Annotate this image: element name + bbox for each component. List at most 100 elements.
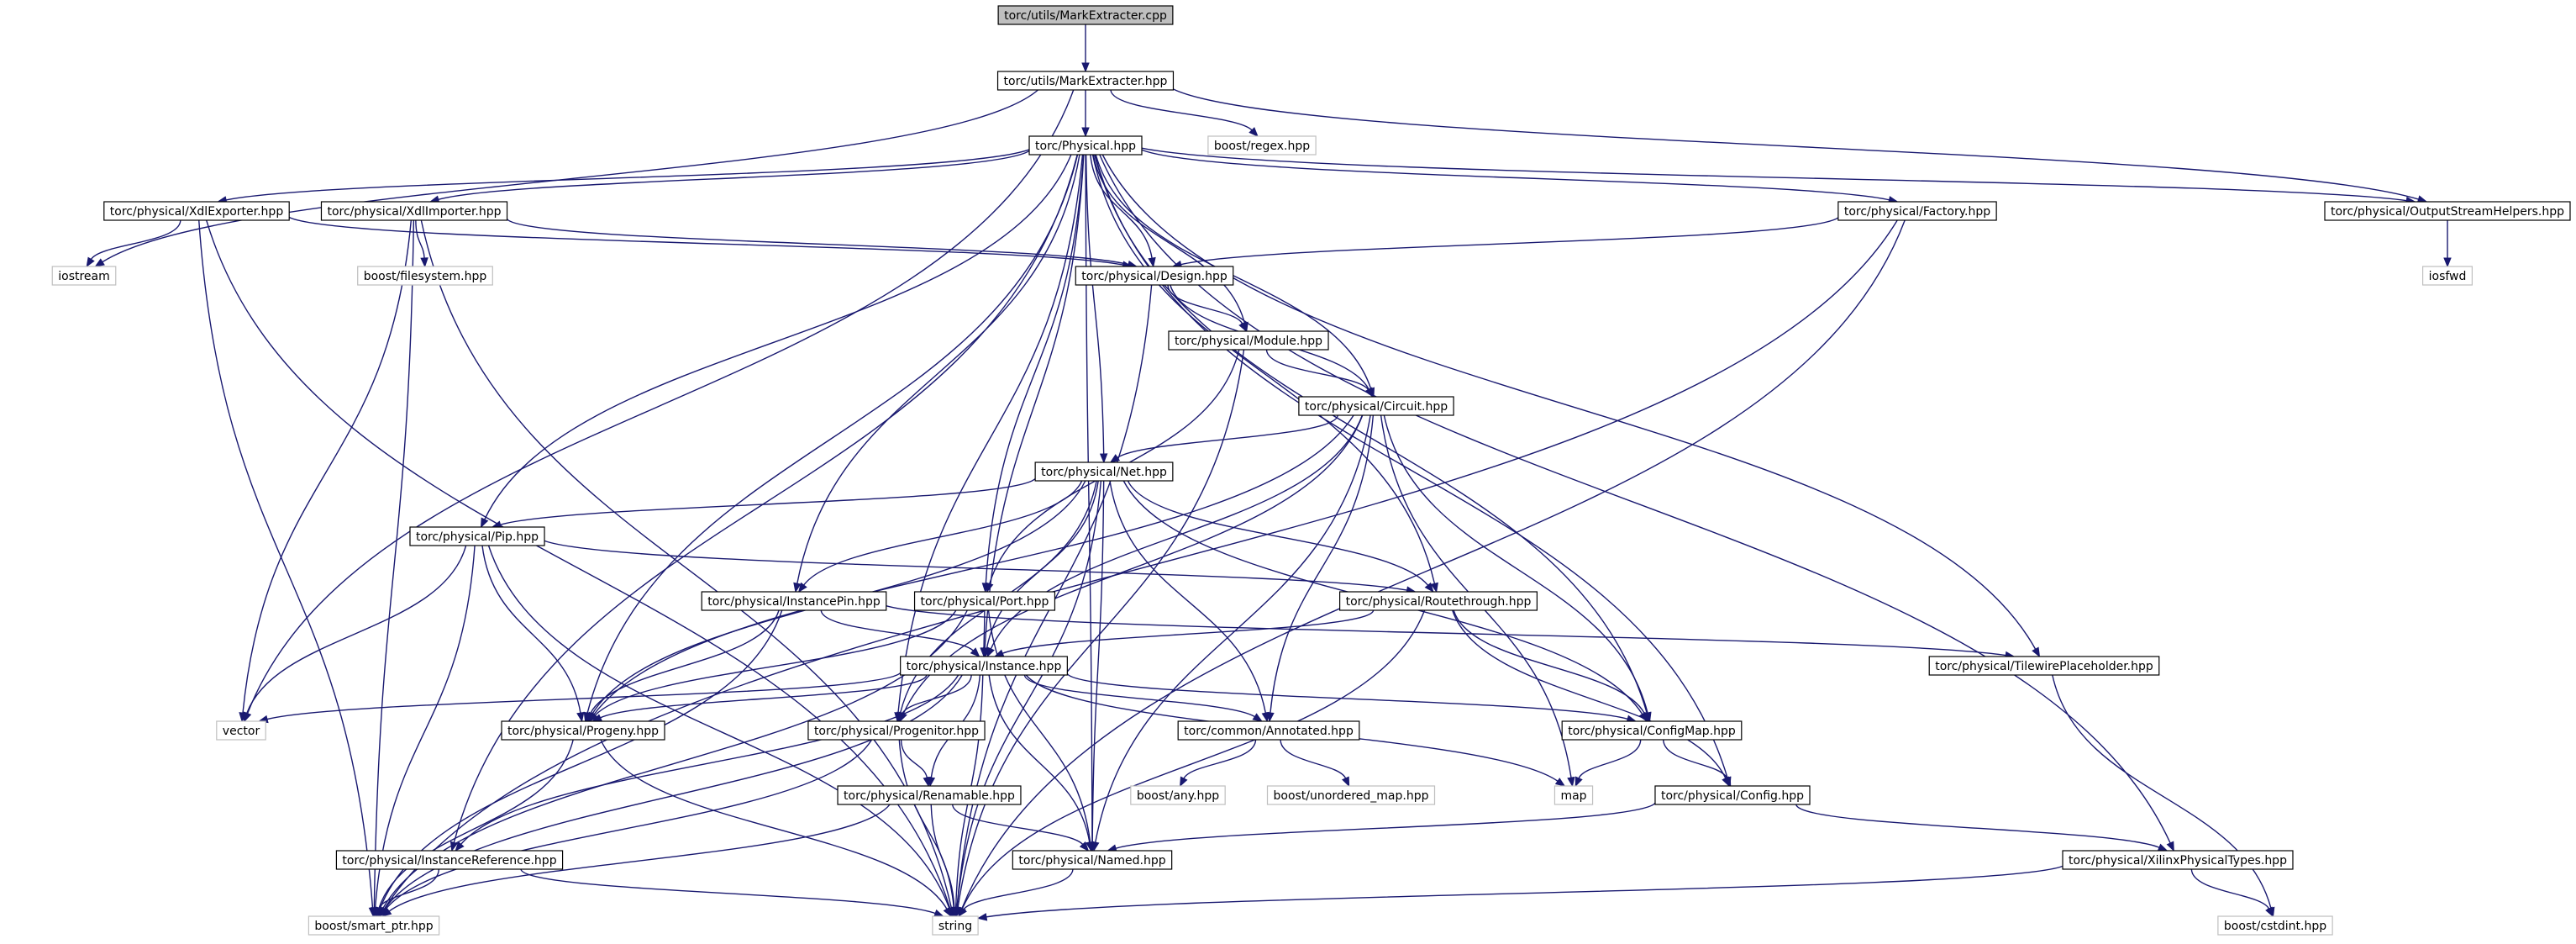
edge-line: [266, 672, 902, 720]
edge-line: [460, 674, 959, 845]
node-xilinx-physical-types[interactable]: torc/physical/XilinxPhysicalTypes.hpp: [2062, 850, 2294, 870]
node-box: [1012, 850, 1173, 870]
edge-mark-extracter-hpp-to-physical-hpp: [1081, 90, 1090, 138]
edge-mark-extracter-hpp-to-vector: [244, 89, 1075, 723]
node-routethrough[interactable]: torc/physical/Routethrough.hpp: [1339, 591, 1538, 611]
node-config-map[interactable]: torc/physical/ConfigMap.hpp: [1561, 720, 1743, 741]
edge-line: [898, 739, 954, 909]
edge-line: [986, 865, 2063, 918]
edge-line: [90, 219, 181, 260]
edge-module-to-circuit: [1265, 349, 1375, 398]
edge-design-to-module: [1167, 284, 1247, 333]
node-renamable[interactable]: torc/physical/Renamable.hpp: [837, 785, 1022, 805]
edge-renamable-to-string: [930, 804, 959, 918]
node-annotated[interactable]: torc/common/Annotated.hpp: [1177, 720, 1360, 741]
node-iosfwd: iosfwd: [2422, 266, 2473, 286]
node-instance-reference[interactable]: torc/physical/InstanceReference.hpp: [335, 850, 564, 870]
node-design[interactable]: torc/physical/Design.hpp: [1075, 266, 1234, 286]
edge-line: [1093, 154, 1648, 714]
node-box: [900, 656, 1068, 676]
edge-arrowhead: [375, 906, 383, 918]
edge-renamable-to-boost-smart-ptr: [381, 804, 891, 917]
edge-instance-reference-to-string: [520, 868, 944, 917]
edge-line: [2052, 674, 2272, 909]
edge-arrowhead: [793, 582, 802, 593]
node-net[interactable]: torc/physical/Net.hpp: [1034, 461, 1174, 482]
edge-arrowhead: [933, 909, 944, 917]
node-physical-hpp[interactable]: torc/Physical.hpp: [1028, 135, 1143, 156]
node-port[interactable]: torc/physical/Port.hpp: [913, 591, 1056, 611]
node-box: [1028, 135, 1143, 156]
node-mark-extracter-cpp[interactable]: torc/utils/MarkExtracter.cpp: [997, 5, 1174, 25]
edge-arrowhead: [480, 517, 489, 529]
node-config[interactable]: torc/physical/Config.hpp: [1654, 785, 1811, 805]
node-box: [1266, 785, 1436, 805]
edge-line: [961, 219, 1906, 909]
node-circuit[interactable]: torc/physical/Circuit.hpp: [1298, 396, 1454, 416]
edge-line: [1095, 414, 1371, 843]
node-factory[interactable]: torc/physical/Factory.hpp: [1837, 201, 1997, 221]
edge-line: [1663, 739, 1728, 779]
edge-line: [206, 219, 951, 909]
edge-config-to-named: [1107, 802, 1656, 852]
edge-arrowhead: [86, 256, 95, 268]
node-layer: torc/utils/MarkExtracter.cpp torc/utils/M…: [51, 5, 2571, 936]
node-output-stream-helpers[interactable]: torc/physical/OutputStreamHelpers.hpp: [2324, 201, 2571, 221]
edge-instance-to-instance-reference: [455, 674, 959, 852]
node-xdl-importer[interactable]: torc/physical/XdlImporter.hpp: [320, 201, 508, 221]
node-instance[interactable]: torc/physical/Instance.hpp: [900, 656, 1068, 676]
edge-physical-hpp-to-instance-pin: [793, 154, 1080, 593]
node-mark-extracter-hpp[interactable]: torc/utils/MarkExtracter.hpp: [996, 71, 1175, 91]
edge-physical-hpp-to-xilinx-physical-types: [1099, 154, 2174, 852]
edge-xdl-exporter-to-boost-smart-ptr: [198, 219, 377, 918]
edge-line: [484, 154, 1072, 520]
edge-line: [987, 609, 1091, 843]
edge-line: [1270, 414, 1375, 714]
edge-arrowhead: [980, 647, 988, 658]
node-boost-any: boost/any.hpp: [1130, 785, 1226, 805]
edge-arrowhead: [1249, 127, 1259, 137]
node-xdl-exporter[interactable]: torc/physical/XdlExporter.hpp: [103, 201, 290, 221]
edge-line: [1265, 349, 1369, 391]
edge-line: [1101, 154, 2037, 650]
edge-line: [988, 674, 1091, 843]
node-pip[interactable]: torc/physical/Pip.hpp: [409, 526, 545, 546]
edge-line: [1109, 480, 1267, 714]
node-tilewire-placeholder[interactable]: torc/physical/TilewirePlaceholder.hpp: [1928, 656, 2160, 676]
edge-arrowhead: [1424, 582, 1434, 593]
edge-arrowhead: [455, 841, 465, 852]
edge-line: [383, 219, 1898, 910]
node-label: vector: [223, 725, 260, 738]
edge-line: [1002, 609, 1375, 654]
edge-line: [500, 477, 1036, 525]
edge-routethrough-to-instance: [993, 609, 1375, 657]
edge-annotated-to-boost-unordered-map: [1280, 739, 1350, 788]
edge-line: [961, 609, 1426, 910]
edge-physical-hpp-to-instance-reference: [449, 154, 1078, 852]
node-box: [996, 71, 1175, 91]
edge-xilinx-physical-types-to-string: [976, 865, 2063, 921]
edge-circuit-to-config-map: [1383, 414, 1652, 723]
edge-xdl-importer-to-design: [506, 219, 1138, 269]
edge-progenitor-to-boost-smart-ptr: [379, 739, 873, 918]
edge-xdl-importer-to-vector: [239, 219, 413, 723]
edge-circuit-to-annotated: [1266, 414, 1375, 723]
edge-line: [1066, 673, 1628, 720]
node-progenitor[interactable]: torc/physical/Progenitor.hpp: [807, 720, 986, 741]
edge-line: [594, 609, 957, 716]
node-box: [932, 915, 979, 936]
node-box: [103, 201, 290, 221]
edge-line: [1173, 88, 2419, 200]
edge-line: [1127, 480, 1429, 586]
edge-physical-hpp-to-instance: [980, 154, 1085, 658]
node-box: [320, 201, 508, 221]
edge-arrowhead: [1252, 713, 1263, 722]
node-box: [216, 720, 266, 741]
node-instance-pin[interactable]: torc/physical/InstancePin.hpp: [701, 591, 887, 611]
node-module[interactable]: torc/physical/Module.hpp: [1168, 330, 1329, 351]
node-named[interactable]: torc/physical/Named.hpp: [1012, 850, 1173, 870]
node-progeny[interactable]: torc/physical/Progeny.hpp: [501, 720, 665, 741]
node-label: torc/physical/InstancePin.hpp: [707, 595, 881, 609]
edge-line: [487, 545, 950, 909]
edge-arrowhead: [1567, 776, 1575, 788]
